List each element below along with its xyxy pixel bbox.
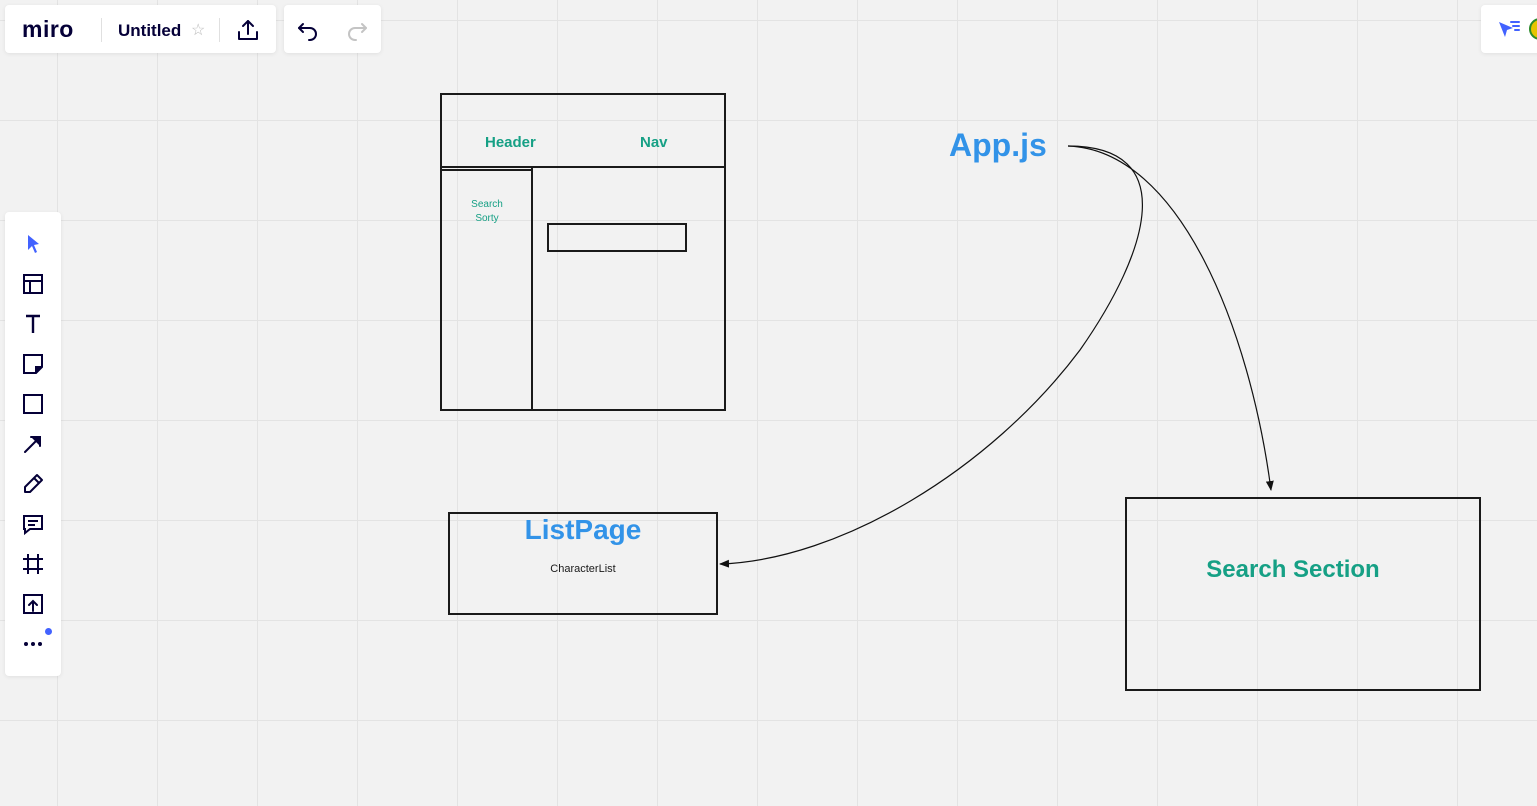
sidebar-label[interactable]: Search Sorty <box>443 198 531 226</box>
comment-tool[interactable] <box>19 510 47 538</box>
arrow-icon <box>24 436 41 453</box>
history-controls <box>284 5 381 53</box>
app-js-label[interactable]: App.js <box>949 127 1047 163</box>
sticky-note-tool[interactable] <box>19 350 47 378</box>
board-title[interactable]: Untitled <box>118 21 182 40</box>
comment-icon <box>23 515 43 536</box>
more-icon <box>24 642 42 646</box>
wireframe-content-box[interactable] <box>547 223 687 252</box>
divider <box>101 18 102 42</box>
collaboration-bar <box>1481 5 1537 53</box>
list-page-title[interactable]: ListPage <box>524 514 642 545</box>
list-page-subtitle[interactable]: CharacterList <box>550 563 616 575</box>
redo-icon[interactable] <box>344 17 370 43</box>
sidebar-line-search: Search <box>471 199 503 210</box>
header-label[interactable]: Header <box>485 134 536 151</box>
wireframe-frame[interactable] <box>440 93 726 411</box>
share-icon[interactable] <box>235 17 261 43</box>
template-icon <box>23 274 43 294</box>
wireframe-sidebar-border <box>531 168 533 410</box>
undo-icon[interactable] <box>295 17 321 43</box>
nav-label[interactable]: Nav <box>640 134 668 151</box>
notification-dot <box>45 628 52 635</box>
miro-logo[interactable]: miro <box>22 16 74 42</box>
connector-app-to-listpage[interactable] <box>719 145 1144 568</box>
text-tool[interactable] <box>19 310 47 338</box>
board-header: miro Untitled ☆ <box>5 5 276 53</box>
upload-icon <box>23 594 43 614</box>
square-icon <box>23 394 43 414</box>
frame-tool[interactable] <box>19 550 47 578</box>
sidebar-line-sorty: Sorty <box>475 213 499 224</box>
cursor-icon <box>28 235 39 253</box>
cursor-filter-icon[interactable] <box>1495 17 1521 43</box>
pen-tool[interactable] <box>19 470 47 498</box>
wireframe-header-divider <box>441 166 725 168</box>
frame-icon <box>23 554 43 574</box>
wireframe-sidebar-divider <box>441 169 533 171</box>
select-tool[interactable] <box>19 230 47 258</box>
sticky-note-icon <box>23 354 43 374</box>
connector-app-to-search[interactable] <box>1067 145 1274 491</box>
search-section-title[interactable]: Search Section <box>1206 556 1380 583</box>
shape-tool[interactable] <box>19 390 47 418</box>
divider <box>219 18 220 42</box>
star-icon[interactable]: ☆ <box>191 22 206 39</box>
list-page-box[interactable] <box>448 512 718 615</box>
connection-line-tool[interactable] <box>19 430 47 458</box>
text-icon <box>26 314 40 333</box>
left-toolbar <box>5 212 61 676</box>
more-tools[interactable] <box>19 630 47 658</box>
search-section-box[interactable] <box>1125 497 1481 691</box>
templates-tool[interactable] <box>19 270 47 298</box>
pen-icon <box>24 474 43 493</box>
upload-tool[interactable] <box>19 590 47 618</box>
